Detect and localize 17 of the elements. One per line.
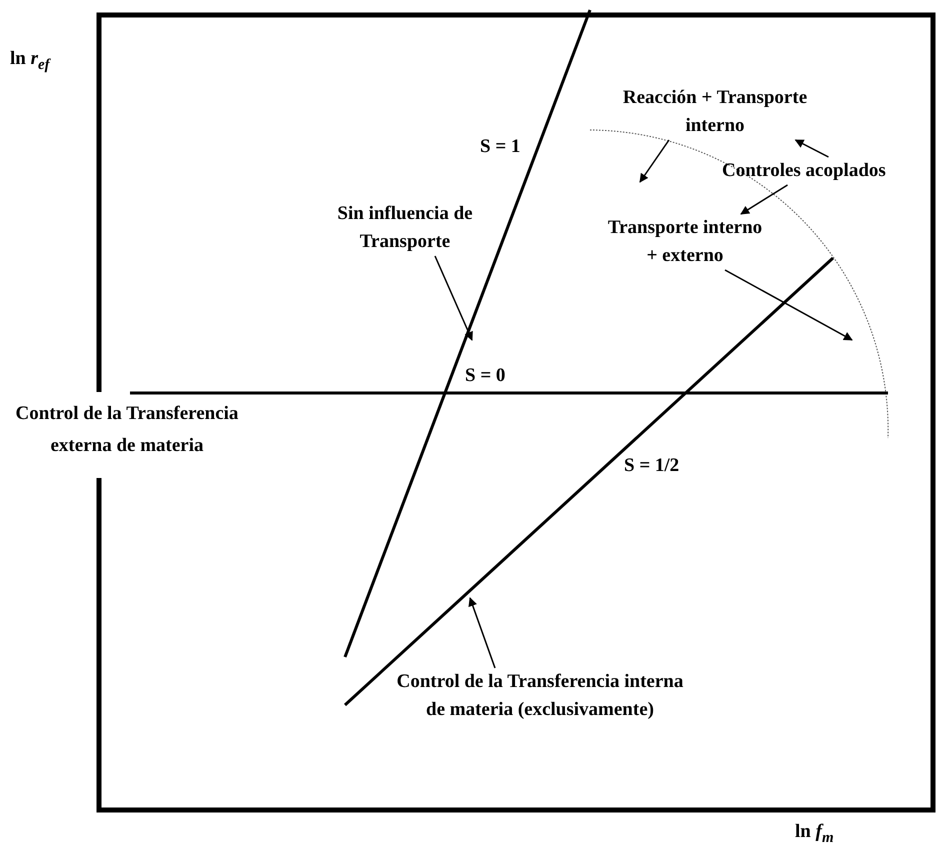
- region-label: Transporte interno + externo: [605, 214, 765, 270]
- leader-line: [468, 597, 496, 668]
- region-label: Reacción + Transporte interno: [600, 84, 830, 140]
- region-label: Controles acoplados: [722, 157, 886, 185]
- region-label: Control de la Transferencia externa de materia: [14, 402, 240, 458]
- axis-label: ln r$_{ef}$: [10, 47, 50, 75]
- arrow: [794, 139, 829, 158]
- region-label: Sin influencia de Transporte: [330, 200, 480, 256]
- axis-label: ln f$_{m}$: [795, 820, 834, 848]
- arrow: [740, 184, 788, 215]
- slope-label: S = 1: [480, 135, 520, 159]
- leader-line: [434, 256, 473, 341]
- leader-line: [724, 269, 853, 341]
- slope-label: S = 1/2: [624, 454, 680, 478]
- leader-line: [639, 140, 670, 183]
- region-label: Control de la Transferencia interna de materia (exclusivamente): [390, 668, 690, 724]
- slope-label: S = 0: [465, 364, 506, 388]
